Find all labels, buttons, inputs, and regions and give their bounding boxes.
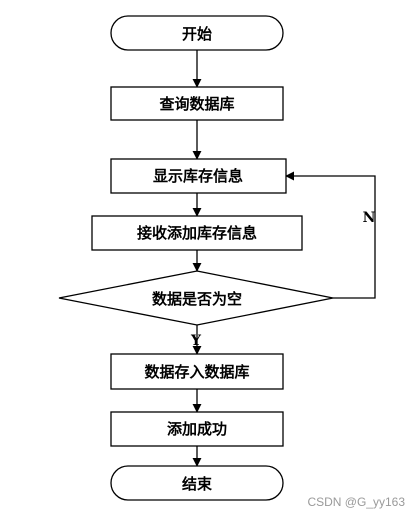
receive-info-step	[91, 215, 303, 251]
success-label: 添加成功	[167, 420, 227, 438]
decision-diamond	[58, 270, 334, 326]
end-terminal	[110, 465, 284, 501]
success-step	[110, 411, 284, 447]
show-info-label: 显示库存信息	[153, 167, 243, 185]
branch-label-no: N	[363, 210, 376, 226]
receive-info-label: 接收添加库存信息	[137, 224, 257, 242]
save-data-step	[110, 353, 284, 390]
start-terminal	[110, 15, 284, 51]
save-data-label: 数据存入数据库	[144, 363, 249, 381]
show-info-step	[110, 158, 287, 194]
end-label: 结束	[182, 475, 213, 493]
connector-loop-back-no	[285, 171, 376, 299]
start-label: 开始	[182, 25, 212, 43]
query-db-step	[110, 86, 284, 121]
branch-label-yes: Y	[190, 333, 202, 349]
decision-label: 数据是否为空	[152, 290, 242, 308]
watermark-text: CSDN @G_yy163	[307, 495, 405, 509]
query-db-label: 查询数据库	[159, 95, 234, 113]
